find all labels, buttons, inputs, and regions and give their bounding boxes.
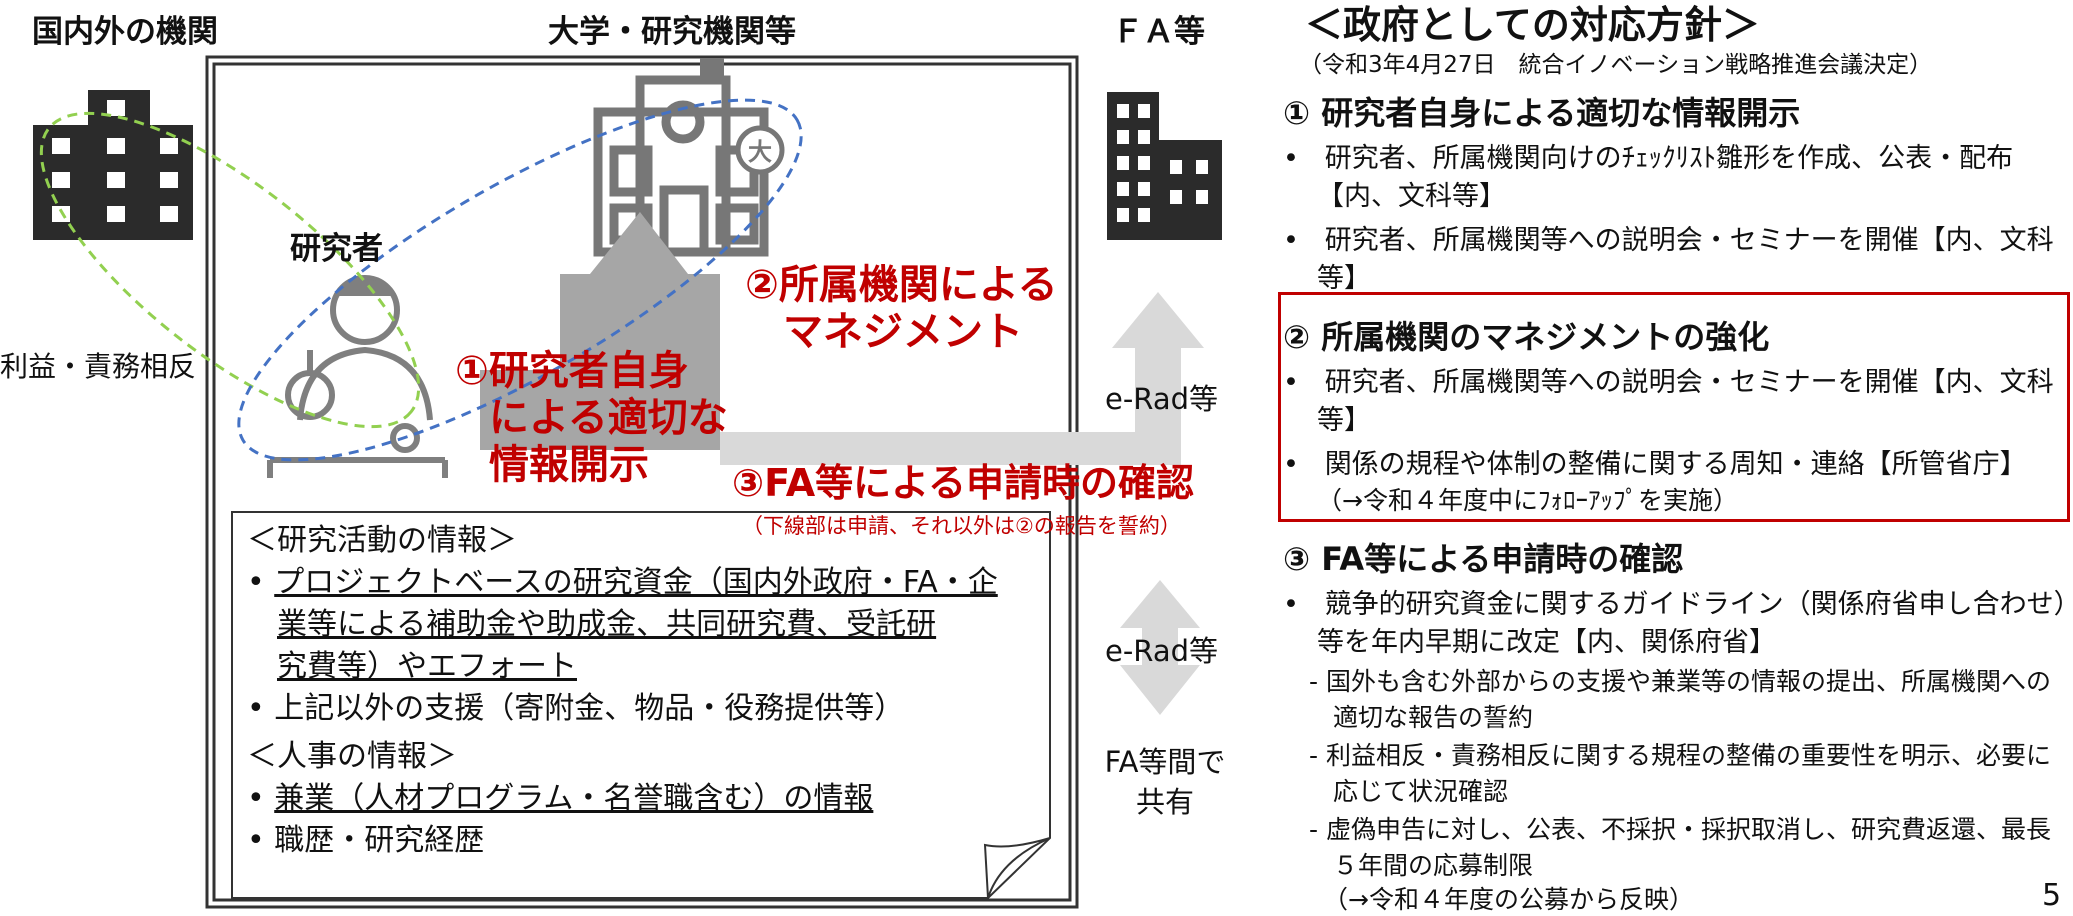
label-fa-share: FA等間で 共有 (1104, 745, 1226, 819)
l-arrow-3 (720, 292, 1204, 465)
diagram-graphics: 大 (33, 55, 1222, 909)
s2-note: （→令和４年度中にﾌｫﾛｰｱｯﾌﾟを実施） (1317, 486, 1738, 515)
policy-panel: ＜政府としての対応方針＞ （令和3年4月27日 統合イノベーション戦略推進会議決… (1283, 0, 2068, 916)
green-ellipse (39, 111, 421, 429)
info-title-research: ＜研究活動の情報＞ (247, 523, 517, 558)
label-erad-1: e-Rad等 (1105, 382, 1218, 416)
label-3: ③FA等による申請時の確認 (732, 461, 1195, 505)
s3-bullet-1: • 競争的研究資金に関するガイドライン（関係府省申し合わせ）等を年内早期に改定【… (1283, 589, 2068, 658)
s1-bullet-1: • 研究者、所属機関向けのﾁｪｯｸﾘｽﾄ雛形を作成、公表・配布【内、文科等】 (1283, 143, 2014, 212)
policy-title: ＜政府としての対応方針＞ (1305, 3, 1760, 47)
info-title-personnel: ＜人事の情報＞ (247, 739, 457, 774)
flag-icon (700, 58, 724, 80)
s3-sub-1: - 国外も含む外部からの支援や兼業等の情報の提出、所属機関への適切な報告の誓約 (1309, 667, 2051, 732)
university-icon (593, 75, 769, 257)
s3-note: （→令和４年度の公募から反映） (1323, 885, 1694, 914)
blue-ellipse (237, 98, 803, 462)
label-domestic-foreign: 国内外の機関 (32, 14, 218, 50)
label-university: 大学・研究機関等 (548, 14, 796, 50)
svg-text:大: 大 (748, 138, 772, 166)
label-researcher: 研究者 (290, 231, 383, 267)
frame-outer (205, 55, 1079, 909)
frame-inner (212, 62, 1072, 902)
s2-bullet-2: • 関係の規程や体制の整備に関する周知・連絡【所管省庁】 (1283, 449, 2027, 480)
policy-subtitle: （令和3年4月27日 統合イノベーション戦略推進会議決定） (1299, 52, 1933, 78)
info-item-4: • 職歴・研究経歴 (247, 823, 485, 858)
section-3-heading: ③ FA等による申請時の確認 (1283, 540, 1684, 578)
label-fa: ＦＡ等 (1112, 14, 1205, 50)
up-arrow-2 (480, 212, 720, 450)
info-item-1: • プロジェクトベースの研究資金（国内外政府・FA・企業等による補助金や助成金、… (247, 565, 998, 684)
section-1-heading: ① 研究者自身による適切な情報開示 (1283, 94, 1801, 132)
section-2-border (1278, 292, 2070, 522)
info-box-content: ＜研究活動の情報＞ • プロジェクトベースの研究資金（国内外政府・FA・企業等に… (247, 520, 1047, 862)
s2-bullet-1: • 研究者、所属機関等への説明会・セミナーを開催【内、文科等】 (1283, 367, 2054, 436)
s3-sub-2: - 利益相反・責務相反に関する規程の整備の重要性を明示、必要に応じて状況確認 (1309, 741, 2051, 806)
section-2-heading: ② 所属機関のマネジメントの強化 (1283, 318, 1770, 356)
info-item-3: • 兼業（人材プログラム・名誉職含む）の情報 (247, 781, 874, 816)
s3-sub-3: - 虚偽申告に対し、公表、不採択・採択取消し、研究費返還、最長５年間の応募制限 (1309, 815, 2051, 880)
s1-bullet-2: • 研究者、所属機関等への説明会・セミナーを開催【内、文科等】 (1283, 225, 2054, 294)
label-1: ①研究者自身 による適切な 情報開示 (455, 348, 728, 488)
univ-badge-icon (735, 125, 785, 175)
label-conflict: 利益・責務相反 (0, 350, 197, 383)
label-erad-2: e-Rad等 (1105, 634, 1218, 668)
page-number: 5 (2042, 878, 2062, 913)
double-arrow (1120, 580, 1200, 715)
info-item-2: • 上記以外の支援（寄附金、物品・役務提供等） (247, 691, 905, 726)
info-box (231, 511, 1051, 899)
label-3-note: （下線部は申請、それ以外は②の報告を誓約） (742, 514, 1181, 538)
label-2: ②所属機関による マネジメント (745, 262, 1058, 355)
